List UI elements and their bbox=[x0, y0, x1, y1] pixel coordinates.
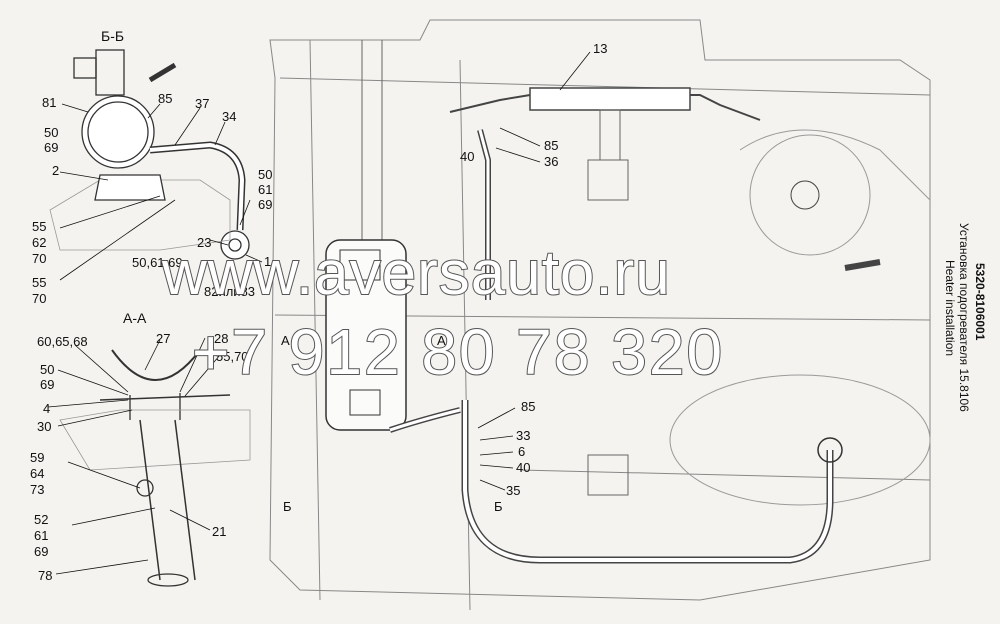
callout-40b-main: 40 bbox=[516, 460, 531, 475]
callout-1: 1 bbox=[264, 254, 272, 269]
callout-81: 81 bbox=[42, 95, 57, 110]
callout-60-65-68: 60,65,68 bbox=[37, 334, 88, 349]
callout-64: 64 bbox=[30, 466, 45, 481]
callout-30: 30 bbox=[37, 419, 52, 434]
coolant-pipe-35 bbox=[461, 400, 834, 564]
section-aa-title: А-А bbox=[123, 310, 147, 326]
section-mark-a-left: А bbox=[281, 333, 290, 348]
title-en: Heater installation bbox=[943, 260, 957, 357]
callout-55b: 55 bbox=[32, 275, 47, 290]
callout-37: 37 bbox=[195, 96, 210, 111]
callout-61-aa: 61 bbox=[34, 528, 49, 543]
callout-69b-aa: 69 bbox=[34, 544, 49, 559]
section-mark-a-right: А bbox=[437, 333, 446, 348]
callout-70b: 70 bbox=[32, 291, 47, 306]
callout-6: 6 bbox=[518, 444, 526, 459]
callout-50-61-69: 50,61,69 bbox=[132, 255, 183, 270]
callout-78: 78 bbox=[38, 568, 53, 583]
callout-35: 35 bbox=[506, 483, 521, 498]
watermark-phone: +7 912 80 78 320 bbox=[191, 316, 725, 388]
crossmember-top bbox=[279, 77, 931, 96]
title-ru: Установка подогревателя 15.8106 bbox=[957, 223, 971, 412]
callout-4: 4 bbox=[43, 401, 51, 416]
callout-34: 34 bbox=[222, 109, 237, 124]
callout-50: 50 bbox=[44, 125, 59, 140]
aa-clamp bbox=[129, 393, 181, 420]
frame-outline bbox=[269, 19, 931, 601]
bb-valve bbox=[220, 230, 250, 260]
callout-55: 55 bbox=[32, 219, 47, 234]
section-bb-title: Б-Б bbox=[101, 28, 125, 44]
fuel-tank bbox=[669, 374, 931, 506]
bb-hose-34 bbox=[149, 141, 246, 231]
vertical-tube bbox=[361, 40, 383, 250]
callout-85: 85 bbox=[158, 91, 173, 106]
callout-59: 59 bbox=[30, 450, 45, 465]
wheel-arc bbox=[749, 134, 871, 256]
frame-rail-left bbox=[309, 39, 321, 601]
callout-69: 69 bbox=[44, 140, 59, 155]
callout-69-right: 69 bbox=[258, 197, 273, 212]
callout-40-main: 40 bbox=[460, 149, 475, 164]
callout-82or83: 82или83 bbox=[204, 284, 256, 299]
callout-85-main: 85 bbox=[544, 138, 559, 153]
callout-52: 52 bbox=[34, 512, 49, 527]
callout-61-right: 61 bbox=[258, 182, 273, 197]
callout-50-right: 50 bbox=[258, 167, 273, 182]
callout-69-aa: 69 bbox=[40, 377, 55, 392]
bb-pipe-section bbox=[81, 95, 155, 169]
callout-2: 2 bbox=[52, 163, 60, 178]
callout-27: 27 bbox=[156, 331, 171, 346]
callout-55-70: 55,70 bbox=[216, 349, 249, 364]
part-number: 5320-8106001 bbox=[973, 263, 987, 341]
callout-50-aa: 50 bbox=[40, 362, 55, 377]
section-mark-b-left: Б bbox=[283, 499, 292, 514]
callout-33: 33 bbox=[516, 428, 531, 443]
callout-13: 13 bbox=[593, 41, 608, 56]
heater-unit bbox=[325, 239, 407, 431]
crossmember-low bbox=[519, 469, 931, 481]
callout-21: 21 bbox=[212, 524, 227, 539]
callout-70: 70 bbox=[32, 251, 47, 266]
callout-85b-main: 85 bbox=[521, 399, 536, 414]
section-mark-b-right: Б bbox=[494, 499, 503, 514]
callout-23: 23 bbox=[197, 235, 212, 250]
aa-pipe-78 bbox=[139, 419, 196, 581]
callout-73: 73 bbox=[30, 482, 45, 497]
aa-saddle bbox=[111, 349, 201, 381]
callout-36: 36 bbox=[544, 154, 559, 169]
callout-28: 28 bbox=[214, 331, 229, 346]
title-block: 5320-8106001 Установка подогревателя 15.… bbox=[943, 8, 988, 608]
watermark-site: www.aversauto.ru bbox=[161, 239, 671, 308]
callout-62: 62 bbox=[32, 235, 47, 250]
